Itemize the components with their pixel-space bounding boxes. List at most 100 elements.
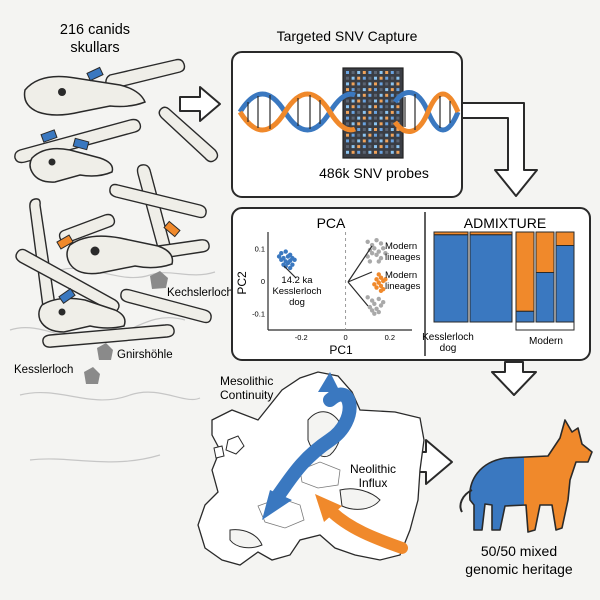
admixture-bar-blue (469, 234, 513, 323)
pca-point (374, 252, 379, 258)
probe-dot (379, 71, 383, 74)
admixture-bar-orange (555, 231, 575, 246)
pca-point (369, 251, 375, 256)
pca-point (279, 251, 284, 256)
probe-dot (368, 88, 372, 92)
probe-dot (379, 133, 383, 137)
probe-dot (351, 133, 355, 137)
pca-point (374, 306, 379, 311)
probe-dot (385, 82, 389, 86)
probe-dot (379, 116, 383, 120)
pca-point (365, 295, 370, 300)
probe-dot (362, 110, 366, 114)
pca-point (383, 251, 388, 256)
probe-dot (357, 82, 361, 86)
probe-dot (374, 128, 377, 131)
probe-dot (346, 122, 349, 126)
probe-dot (396, 76, 400, 80)
probe-dot (351, 76, 355, 80)
probe-dot (396, 88, 400, 92)
probe-dot (385, 105, 389, 109)
pca-point (378, 288, 384, 293)
pca-point (376, 309, 381, 315)
pca-point (378, 255, 384, 261)
probe-dot (374, 116, 377, 120)
probe-dot (346, 133, 349, 137)
probe-dot (390, 76, 394, 80)
probe-dot (357, 145, 361, 149)
probe-dot (368, 93, 372, 97)
pca-point (365, 239, 370, 244)
probe-dot (368, 110, 372, 114)
probe-dot (357, 93, 361, 97)
probe-dot (362, 105, 366, 109)
probe-dot (346, 116, 349, 120)
pca-point (292, 257, 297, 262)
admixture-bar-orange (433, 231, 469, 236)
probe-dot (390, 110, 394, 114)
probe-dot (396, 150, 400, 154)
mesolithic-arrow-head (318, 372, 340, 392)
probe-dot (390, 88, 394, 92)
probe-dot (396, 71, 400, 74)
probe-dot (368, 105, 372, 109)
probe-dot (385, 133, 389, 137)
probe-dot (385, 93, 389, 97)
pca-point (276, 254, 282, 259)
probe-dot (346, 105, 349, 109)
probe-dot (357, 105, 361, 109)
result-label-line1: 50/50 mixed (481, 543, 557, 559)
probe-dot (362, 133, 366, 137)
pca-point (372, 311, 377, 316)
probe-dot (379, 110, 383, 114)
probe-dot (346, 99, 349, 103)
probe-dot (351, 82, 355, 86)
pca-y-tick-label: 0 (261, 277, 265, 286)
probe-dot (390, 71, 394, 74)
pca-y-axis-label: PC2 (235, 271, 249, 295)
probe-dot (390, 93, 394, 97)
probe-dot (396, 82, 400, 86)
pca-point (374, 277, 379, 282)
probe-array-icon (342, 67, 404, 159)
admixture-modern-bracket (515, 322, 575, 331)
pca-x-axis-label: PC1 (329, 343, 353, 357)
probe-dot (346, 76, 349, 80)
probe-dot (362, 93, 366, 97)
probe-dot (346, 110, 349, 114)
probe-dot (362, 82, 366, 86)
probe-dot (385, 88, 389, 92)
probe-dot (385, 76, 389, 80)
probe-dot (396, 105, 400, 109)
probe-dot (379, 82, 383, 86)
probe-dot (374, 139, 377, 143)
probe-dot (374, 145, 377, 149)
probe-dot (362, 76, 366, 80)
probe-dot (374, 93, 377, 97)
admixture-bar-blue (555, 245, 575, 323)
pca-point (290, 262, 295, 267)
probe-dot (379, 76, 383, 80)
pca-point (374, 237, 379, 243)
probe-dot (368, 122, 372, 126)
probe-dot (396, 110, 400, 114)
probe-dot (379, 150, 383, 154)
probe-dot (385, 116, 389, 120)
probe-dot (351, 150, 355, 154)
pca-point (283, 249, 288, 254)
probe-dot (351, 99, 355, 103)
probe-dot (351, 116, 355, 120)
probe-dot (379, 122, 383, 126)
probe-dot (362, 128, 366, 131)
probe-dot (390, 116, 394, 120)
pca-point (376, 296, 381, 302)
pca-point (372, 282, 377, 287)
probe-dot (396, 128, 400, 131)
neolithic-influx-arrow (324, 504, 408, 554)
probe-dot (346, 145, 349, 149)
pca-point (365, 254, 370, 259)
site-label-gnirshohle: Gnirshöhle (117, 349, 173, 361)
probe-dot (357, 116, 361, 120)
capture-title: Targeted SNV Capture (277, 28, 418, 44)
probe-dot (396, 145, 400, 149)
